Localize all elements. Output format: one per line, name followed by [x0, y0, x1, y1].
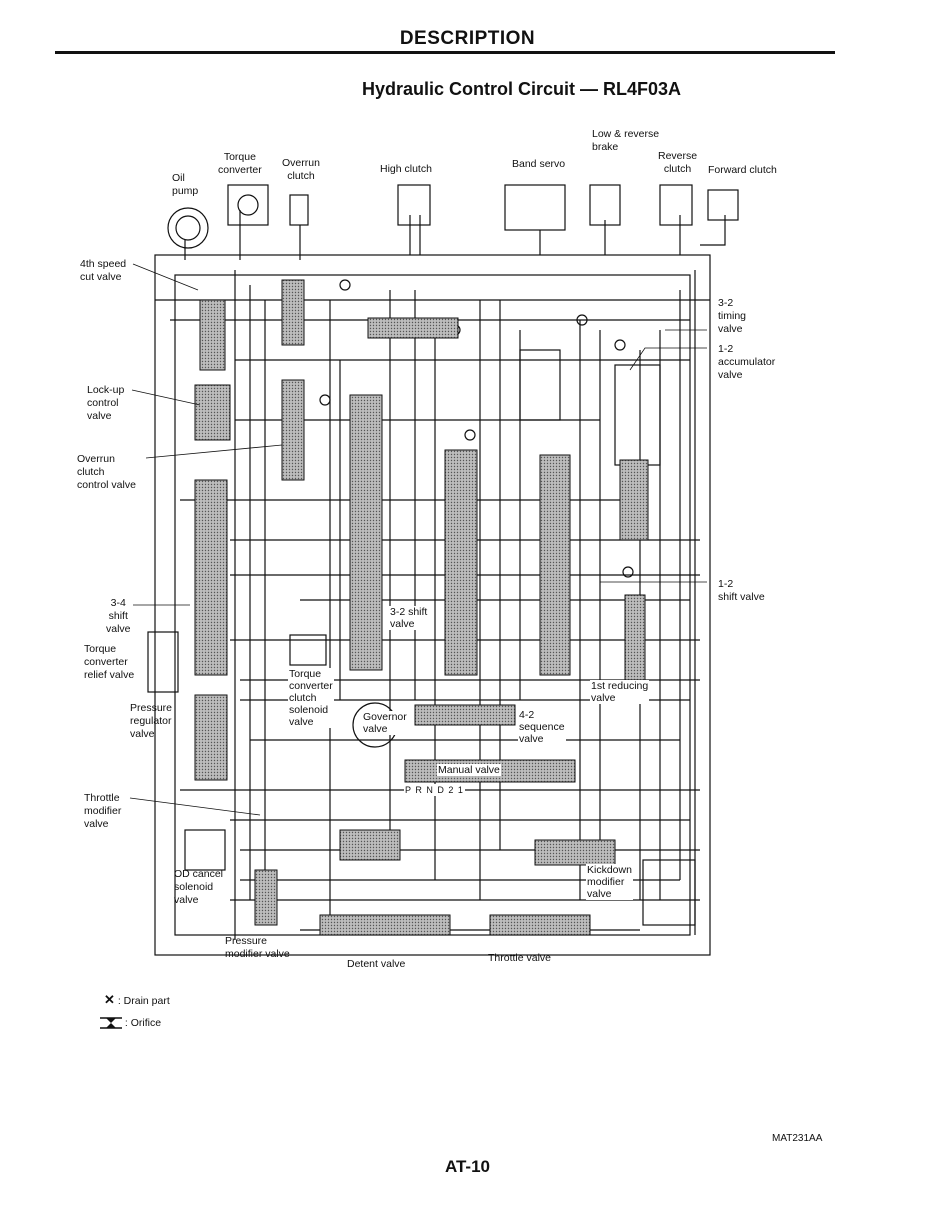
label-1st-reducing-valve: 1st reducing valve — [590, 680, 650, 704]
orifice-icon — [100, 1017, 122, 1029]
header-rule — [55, 51, 835, 54]
label-forward-clutch: Forward clutch — [708, 164, 777, 176]
label-governor-valve: Governor valve — [362, 711, 408, 735]
label-reverse-clutch: Reverse clutch — [658, 150, 698, 175]
label-4-2-sequence-valve: 4-2 sequence valve — [518, 709, 566, 745]
label-detent-valve: Detent valve — [347, 958, 406, 970]
label-overrun-clutch-control-valve: Overrun clutch control valve — [77, 453, 136, 491]
label-3-2-timing-valve: 3-2 timing valve — [718, 297, 747, 335]
label-overrun-clutch: Overrun clutch — [282, 157, 320, 182]
label-band-servo: Band servo — [512, 158, 566, 170]
label-torque-converter: Torque converter — [218, 151, 262, 176]
label-4th-speed-cut-valve: 4th speed cut valve — [80, 258, 127, 283]
label-lock-up-control-valve: Lock-up control valve — [87, 384, 125, 422]
legend-orifice: : Orifice — [100, 1017, 161, 1029]
legend-orifice-text: : Orifice — [124, 1017, 162, 1029]
label-torque-converter-relief-valve: Torque converter relief valve — [84, 643, 135, 681]
section-header: DESCRIPTION — [399, 28, 536, 49]
label-throttle-valve: Throttle valve — [488, 952, 552, 964]
label-kickdown-modifier-valve: Kickdown modifier valve — [586, 864, 633, 900]
legend-drain-text: : Drain part — [117, 995, 170, 1007]
label-manual-valve: Manual valve — [437, 764, 501, 776]
label-od-cancel-solenoid-valve: OD cancel solenoid valve — [174, 868, 224, 906]
label-3-4-shift-valve: 3-4 shift valve — [106, 597, 131, 635]
legend-drain: ✕ : Drain part — [104, 992, 170, 1008]
label-low-reverse-brake: Low & reverse brake — [592, 128, 660, 153]
page-number: AT-10 — [444, 1157, 491, 1176]
page-title: Hydraulic Control Circuit — RL4F03A — [362, 79, 682, 99]
x-mark-icon: ✕ — [104, 992, 115, 1007]
label-high-clutch: High clutch — [380, 163, 432, 175]
label-prnd-positions: P R N D 2 1 — [404, 784, 465, 796]
label-pressure-modifier-valve: Pressure modifier valve — [225, 935, 290, 960]
label-oil-pump: Oil pump — [172, 172, 199, 197]
label-torque-converter-clutch-solenoid: Torque converter clutch solenoid valve — [288, 668, 334, 728]
label-3-2-shift-valve: 3-2 shift valve — [389, 606, 429, 630]
label-pressure-regulator-valve: Pressure regulator valve — [130, 702, 173, 740]
label-1-2-shift-valve: 1-2 shift valve — [718, 578, 765, 603]
label-1-2-accumulator-valve: 1-2 accumulator valve — [718, 343, 776, 381]
label-throttle-modifier-valve: Throttle modifier valve — [84, 792, 122, 830]
figure-code: MAT231AA — [772, 1133, 823, 1144]
